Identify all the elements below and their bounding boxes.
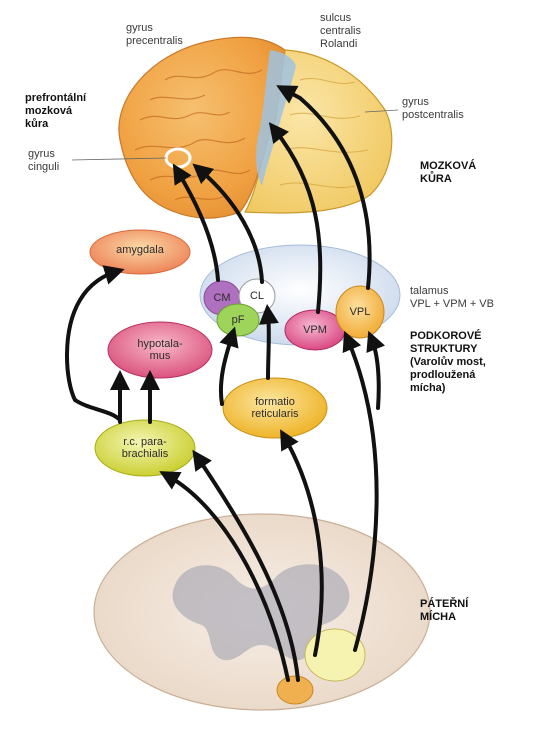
node-label-pf: pF (224, 314, 252, 326)
node-label-hypotalamus: hypotala- mus (116, 338, 204, 362)
arrow-hypotal-branch (75, 400, 120, 420)
arrow-cord-to-vpl (372, 340, 379, 408)
brain-cortex (72, 37, 398, 218)
label-gyrus-cinguli: gyrus cinguli (28, 148, 59, 174)
node-label-formatio: formatio reticularis (233, 396, 317, 420)
label-gyrus-postcentralis: gyrus postcentralis (402, 96, 464, 122)
label-gyrus-precentralis: gyrus precentralis (126, 22, 183, 48)
node-label-vpl: VPL (342, 306, 378, 318)
arrow-hypotal-to-amygdala (67, 272, 115, 400)
header-podkorove: PODKOROVÉ STRUKTURY (Varolův most, prodl… (410, 330, 486, 395)
label-talamus: talamus VPL + VPM + VB (410, 285, 494, 311)
arrow-formatio-to-cl (268, 314, 269, 378)
header-mozkova-kura: MOZKOVÁ KŮRA (420, 160, 476, 186)
node-label-parabrachialis: r.c. para- brachialis (102, 436, 188, 460)
node-label-cm: CM (208, 292, 236, 304)
node-label-vpm: VPM (293, 324, 337, 336)
header-prefrontal: prefrontální mozková kůra (25, 92, 86, 131)
header-paterni: PÁTEŘNÍ MÍCHA (420, 598, 468, 624)
dorsal-ganglion-orange (277, 676, 313, 704)
node-label-cl: CL (243, 290, 271, 302)
label-sulcus-centralis: sulcus centralis Rolandi (320, 12, 361, 51)
node-label-amygdala: amygdala (100, 244, 180, 256)
spinal-cord (94, 514, 430, 710)
